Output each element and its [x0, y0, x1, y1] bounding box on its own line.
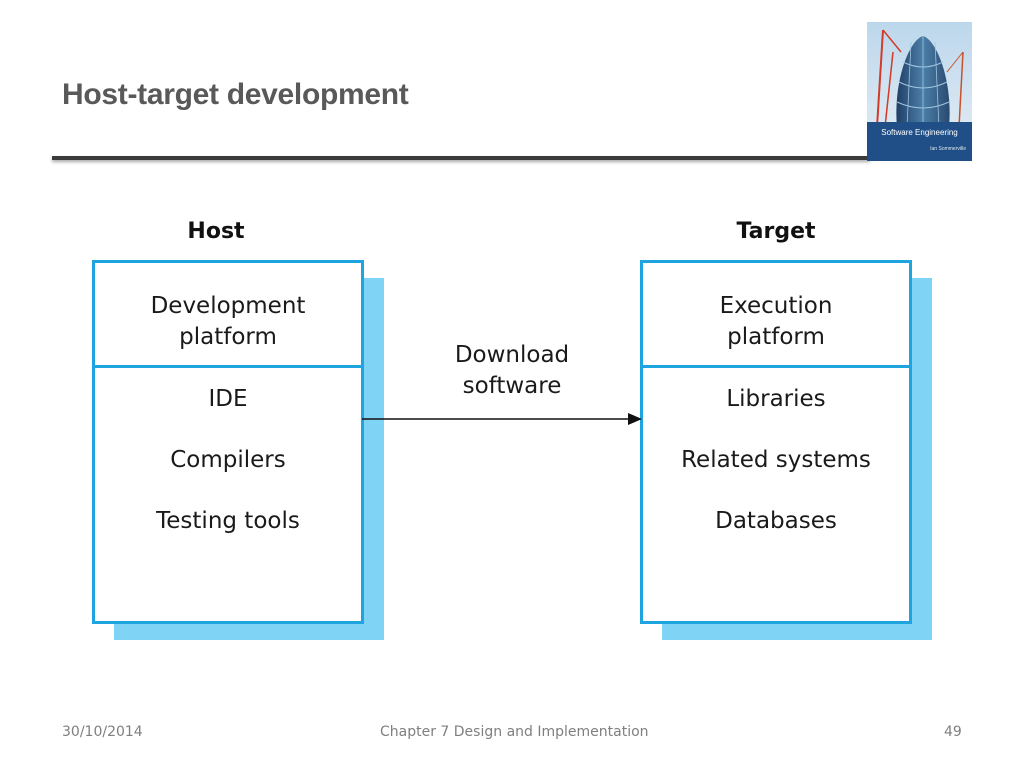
host-item-testing-tools: Testing tools	[156, 508, 300, 534]
target-item-databases: Databases	[715, 508, 837, 534]
footer-date: 30/10/2014	[62, 724, 143, 740]
cover-author: Ian Sommerville	[930, 146, 966, 152]
cover-title: Software Engineering	[881, 128, 958, 137]
target-box: Execution platform Libraries Related sys…	[640, 260, 912, 624]
download-software-label: Download software	[454, 342, 570, 399]
host-heading: Host	[187, 219, 245, 244]
building-photo	[867, 22, 972, 161]
target-platform-label: Execution platform	[719, 293, 833, 350]
book-cover-image: Software Engineering Ian Sommerville	[867, 22, 972, 161]
footer-chapter: Chapter 7 Design and Implementation	[380, 724, 649, 740]
title-rule	[52, 156, 870, 160]
target-item-libraries: Libraries	[726, 386, 826, 412]
host-platform-label: Development platform	[150, 293, 306, 350]
target-item-related-systems: Related systems	[681, 447, 871, 473]
slide-title: Host-target development	[62, 78, 409, 111]
footer-page-number: 49	[944, 724, 962, 740]
host-item-ide: IDE	[208, 386, 248, 412]
download-arrow	[362, 413, 642, 425]
host-box-divider	[95, 365, 361, 368]
target-heading: Target	[736, 219, 816, 244]
host-box: Development platform IDE Compilers Testi…	[92, 260, 364, 624]
host-item-compilers: Compilers	[170, 447, 286, 473]
target-box-divider	[643, 365, 909, 368]
